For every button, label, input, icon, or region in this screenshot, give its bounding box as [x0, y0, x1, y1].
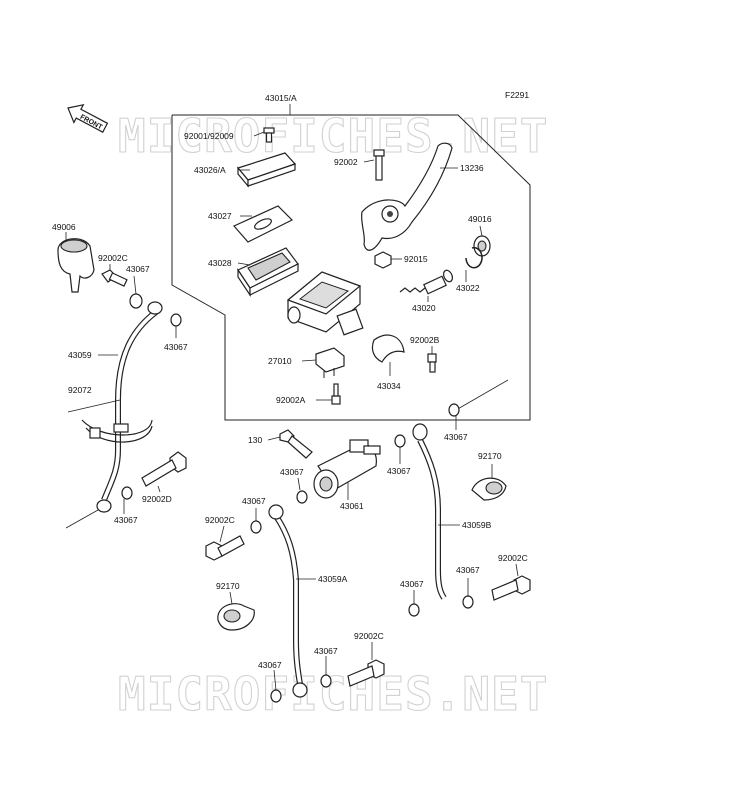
washer-43067-d	[296, 490, 308, 504]
bolt-92002B	[427, 353, 437, 373]
bolt-92002C-bottom	[347, 659, 385, 687]
label-43059A: 43059A	[318, 574, 348, 584]
watermark-bottom: MICROFICHES.NET	[118, 667, 548, 721]
reservoir-cap	[236, 152, 297, 188]
hose-43059A	[268, 504, 308, 698]
label-13236: 13236	[460, 163, 484, 173]
washer-43067-b	[170, 313, 182, 327]
label-43027: 43027	[208, 211, 232, 221]
label-92002A: 92002A	[276, 395, 306, 405]
label-92002C-mid: 92002C	[205, 515, 235, 525]
brake-switch-27010	[315, 347, 345, 378]
label-43026A: 43026/A	[194, 165, 226, 175]
circlip-43022	[465, 246, 483, 269]
label-92170-left: 92170	[216, 581, 240, 591]
label-43067-h: 43067	[456, 565, 480, 575]
label-92002B: 92002B	[410, 335, 440, 345]
clamp-92072	[81, 419, 153, 443]
label-49016: 49016	[468, 214, 492, 224]
screw-92001	[263, 127, 275, 143]
label-43022: 43022	[456, 283, 480, 293]
label-43061: 43061	[340, 501, 364, 511]
screw-92002A	[331, 383, 341, 405]
label-43067-b: 43067	[164, 342, 188, 352]
label-43034: 43034	[377, 381, 401, 391]
label-92002C-bottom: 92002C	[354, 631, 384, 641]
label-43067-i: 43067	[242, 496, 266, 506]
brake-lever	[360, 142, 453, 251]
hose-43059B	[412, 423, 447, 600]
label-43067-a: 43067	[126, 264, 150, 274]
label-43067-j: 43067	[258, 660, 282, 670]
label-43067-c: 43067	[114, 515, 138, 525]
washer-43067-f	[448, 403, 460, 417]
washer-43067-j	[270, 689, 282, 703]
reservoir-43061	[313, 439, 381, 499]
label-92001-92009: 92001/92009	[184, 131, 234, 141]
master-cylinder-body	[286, 271, 364, 336]
washer-43067-e	[394, 434, 406, 448]
washer-43067-h	[462, 595, 474, 609]
assembly-outline	[171, 114, 531, 421]
bolt-92002C-left	[101, 269, 128, 287]
washer-43067-g	[408, 603, 420, 617]
label-92002C-right: 92002C	[498, 553, 528, 563]
boot-49006	[57, 238, 95, 293]
clamp-43034	[371, 334, 405, 363]
label-43028: 43028	[208, 258, 232, 268]
watermark-top: MICROFICHES.NET	[118, 109, 548, 163]
diaphragm-plate	[233, 205, 294, 243]
label-92170-right: 92170	[478, 451, 502, 461]
bolt-92002C-mid	[205, 535, 245, 561]
piston-kit-43020	[399, 269, 454, 295]
label-92002-top: 92002	[334, 157, 358, 167]
nut-92015	[374, 251, 392, 269]
clamp-92170-right	[471, 477, 507, 501]
diaphragm	[237, 247, 299, 297]
label-27010: 27010	[268, 356, 292, 366]
bolt-92002C-right	[491, 575, 531, 601]
label-43020: 43020	[412, 303, 436, 313]
label-92015: 92015	[404, 254, 428, 264]
label-43059B: 43059B	[462, 520, 492, 530]
washer-43067-c	[121, 486, 133, 500]
label-43067-e: 43067	[387, 466, 411, 476]
label-43067-k: 43067	[314, 646, 338, 656]
label-43015A: 43015/A	[265, 93, 297, 103]
label-43067-d: 43067	[280, 467, 304, 477]
label-92002C-left: 92002C	[98, 253, 128, 263]
label-43067-f: 43067	[444, 432, 468, 442]
front-arrow-icon: FRONT	[67, 103, 109, 133]
figure-code: F2291	[505, 90, 529, 100]
washer-43067-i	[250, 520, 262, 534]
label-43059: 43059	[68, 350, 92, 360]
hose-43059	[96, 301, 163, 513]
bolt-130	[279, 429, 313, 459]
washer-43067-k	[320, 674, 332, 688]
washer-43067-a	[129, 293, 143, 309]
label-92002D: 92002D	[142, 494, 172, 504]
dust-boot-49016	[473, 235, 491, 257]
label-49006: 49006	[52, 222, 76, 232]
label-43067-g: 43067	[400, 579, 424, 589]
bolt-92002D	[141, 451, 187, 487]
bolt-92002-top	[373, 149, 385, 181]
label-130: 130	[248, 435, 262, 445]
clamp-92170-left	[217, 603, 255, 631]
label-92072: 92072	[68, 385, 92, 395]
